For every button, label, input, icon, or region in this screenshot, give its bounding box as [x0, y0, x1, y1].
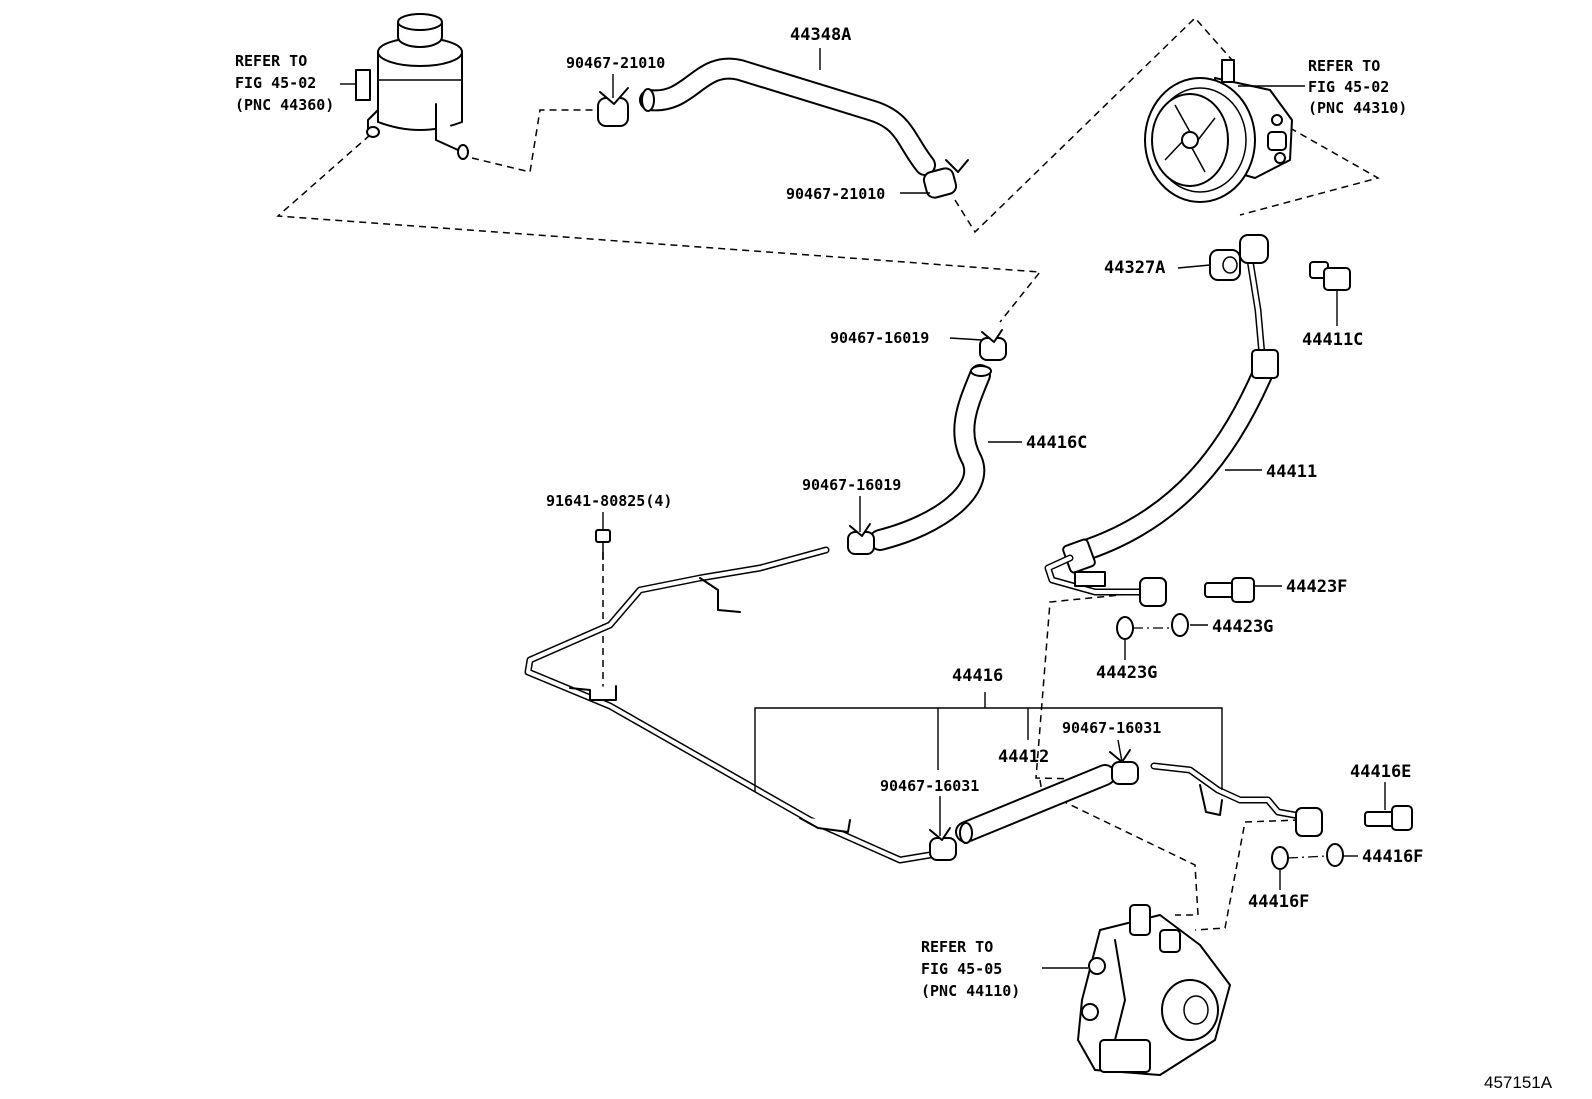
label-44423g-a[interactable]: 44423G [1212, 617, 1273, 637]
steering-gear-part [1077, 904, 1231, 1076]
refer-pump-line1: REFER TO [1308, 57, 1380, 75]
illustration-id: 457151A [1484, 1073, 1553, 1092]
gaskets-44416f-part [1271, 843, 1344, 870]
power-steering-pump-part [1144, 59, 1293, 203]
label-44416[interactable]: 44416 [952, 666, 1003, 686]
label-91641-80825[interactable]: 91641-80825(4) [546, 492, 672, 510]
refer-pump-line2[interactable]: FIG 45-02 [1308, 78, 1389, 96]
refer-gear-line1: REFER TO [921, 938, 993, 956]
gaskets-44423g-part [1116, 613, 1189, 640]
clamp-90467-21010-a-part [597, 87, 629, 127]
label-90467-16031-b[interactable]: 90467-16031 [880, 777, 979, 795]
label-90467-21010-a[interactable]: 90467-21010 [566, 54, 665, 72]
reservoir-tank-part [355, 13, 469, 160]
label-44348a[interactable]: 44348A [790, 25, 851, 45]
label-90467-16031-a[interactable]: 90467-16031 [1062, 719, 1161, 737]
return-tube-44416-part [524, 546, 1323, 864]
hose-44412-part [955, 764, 1116, 844]
label-44423g-b[interactable]: 44423G [1096, 663, 1157, 683]
label-90467-16019-a[interactable]: 90467-16019 [830, 329, 929, 347]
clamp-90467-16019-b-part [847, 523, 875, 555]
label-44416e[interactable]: 44416E [1350, 762, 1411, 782]
leader-lines [340, 48, 1386, 969]
refer-reservoir-line1: REFER TO [235, 52, 307, 70]
clamp-90467-16019-a-part [979, 329, 1007, 361]
refer-pump-line3: (PNC 44310) [1308, 99, 1407, 117]
union-bolt-44423f-part [1204, 577, 1255, 603]
refer-pump: REFER TO FIG 45-02 (PNC 44310) [1308, 57, 1407, 117]
label-44411c[interactable]: 44411C [1302, 330, 1363, 350]
label-44423f[interactable]: 44423F [1286, 577, 1347, 597]
assembly-dashed-lines [276, 16, 1380, 931]
label-44411[interactable]: 44411 [1266, 462, 1317, 482]
clamp-90467-16031-a-part [929, 827, 957, 861]
clip-bolt-91641-part [595, 529, 611, 560]
union-bolt-44411c-part [1309, 261, 1351, 291]
label-90467-16019-b[interactable]: 90467-16019 [802, 476, 901, 494]
gasket-44327a-part [1209, 249, 1241, 281]
pressure-hose-44411-part [1044, 234, 1279, 607]
label-44327a[interactable]: 44327A [1104, 258, 1165, 278]
refer-gear: REFER TO FIG 45-05 (PNC 44110) [921, 938, 1020, 1000]
return-hose-44416c-part [869, 364, 992, 551]
refer-gear-line2[interactable]: FIG 45-05 [921, 960, 1002, 978]
refer-reservoir-line3: (PNC 44360) [235, 96, 334, 114]
clamp-90467-16031-b-part [1109, 749, 1139, 785]
label-44416c[interactable]: 44416C [1026, 433, 1087, 453]
clamp-90467-21010-b-part [922, 159, 969, 199]
refer-reservoir: REFER TO FIG 45-02 (PNC 44360) [235, 52, 334, 114]
label-44416f-b[interactable]: 44416F [1248, 892, 1309, 912]
label-44412[interactable]: 44412 [998, 747, 1049, 767]
label-90467-21010-b[interactable]: 90467-21010 [786, 185, 885, 203]
hose-44348a-part [639, 57, 936, 176]
part-labels: 44348A 90467-21010 90467-21010 44327A 44… [546, 25, 1423, 912]
refer-reservoir-line2[interactable]: FIG 45-02 [235, 74, 316, 92]
refer-gear-line3: (PNC 44110) [921, 982, 1020, 1000]
label-44416f-a[interactable]: 44416F [1362, 847, 1423, 867]
union-bolt-44416e-part [1364, 805, 1413, 831]
